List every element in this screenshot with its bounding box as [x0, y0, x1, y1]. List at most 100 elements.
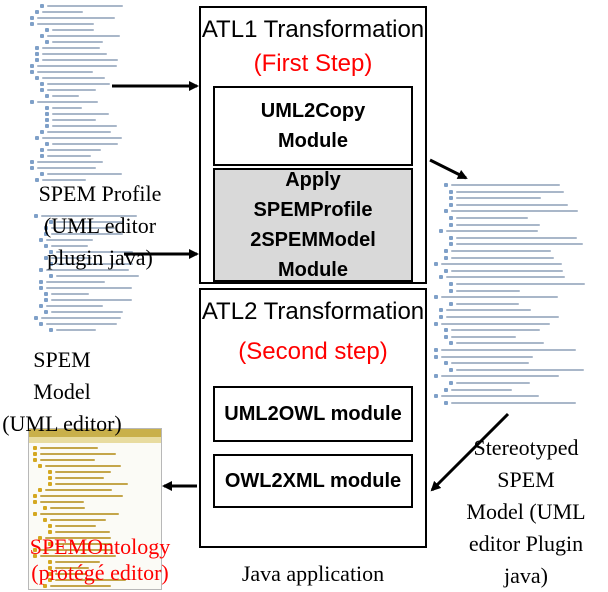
uml2owl-module: UML2OWL module [213, 386, 413, 442]
tree-node-icon [49, 274, 53, 278]
ontology-thumbnail [28, 428, 162, 590]
tree-node-icon [38, 464, 42, 468]
tree-node-line [52, 41, 103, 43]
spem-profile-label: SPEM Profile (UML editor plugin java) [38, 181, 162, 270]
tree-node-line [40, 459, 95, 461]
tree-node-line [50, 507, 85, 509]
tree-node-line [451, 329, 540, 332]
tree-node-line [52, 125, 117, 127]
tree-node-line [46, 305, 103, 307]
tree-node-line [40, 549, 111, 551]
tree-node-line [40, 447, 98, 449]
tree-node-icon [39, 304, 43, 308]
tree-node-icon [33, 554, 37, 558]
tree-node-icon [34, 316, 38, 320]
tree-node-icon [44, 310, 48, 314]
atl1-step: (First Step) [253, 50, 373, 77]
tree-node-icon [45, 40, 49, 44]
atl2-step: (Second step) [238, 338, 388, 365]
spem-profile-thumbnail [26, 2, 144, 188]
tree-node-line [55, 483, 128, 485]
tree-node-line [52, 107, 82, 109]
tree-node-icon [40, 82, 44, 86]
tree-node-icon [449, 301, 453, 306]
tree-node-line [451, 184, 560, 186]
tree-node-line [42, 137, 122, 139]
tree-node-icon [33, 452, 37, 456]
tree-node-line [47, 5, 123, 7]
tree-node-icon [444, 249, 448, 253]
tree-node-icon [33, 494, 37, 498]
tree-node-line [456, 236, 577, 239]
tree-node-icon [439, 315, 443, 319]
tree-node-icon [449, 216, 453, 220]
tree-node-line [451, 401, 576, 404]
tree-node-icon [48, 476, 52, 480]
owl2xml-module: OWL2XML module [213, 454, 413, 508]
tree-node-line [47, 149, 101, 151]
tree-node-icon [444, 400, 448, 405]
tree-node-line [41, 317, 121, 319]
tree-node-line [47, 89, 96, 91]
tree-node-icon [49, 262, 53, 266]
tree-node-icon [40, 130, 44, 134]
tree-node-line [37, 23, 94, 25]
tree-node-line [47, 83, 110, 85]
tree-node-icon [434, 262, 438, 267]
tree-node-line [46, 287, 132, 289]
stereotyped-model-thumbnail [430, 180, 602, 412]
tree-node-line [441, 355, 533, 358]
tree-node-icon [44, 232, 48, 236]
tree-node-line [40, 453, 116, 455]
tree-node-icon [33, 458, 37, 462]
tree-node-icon [30, 160, 34, 164]
tree-node-line [456, 203, 568, 206]
tree-node-icon [38, 536, 42, 540]
tree-node-icon [43, 518, 47, 522]
tree-node-icon [434, 321, 438, 326]
tree-node-line [441, 322, 550, 325]
tree-node-icon [35, 76, 39, 80]
tree-node-line [47, 131, 111, 133]
tree-node-line [42, 59, 118, 61]
tree-node-icon [39, 322, 43, 326]
tree-node-line [47, 173, 122, 175]
tree-node-icon [48, 542, 52, 546]
tree-node-icon [35, 178, 39, 182]
tree-node-line [55, 561, 100, 563]
atl1-transformation-box: ATL1 Transformation (First Step) UML2Cop… [199, 6, 427, 284]
tree-node-icon [40, 154, 44, 158]
tree-node-icon [434, 374, 438, 379]
tree-node-line [45, 489, 112, 491]
tree-node-line [51, 257, 92, 259]
tree-node-line [55, 567, 89, 569]
tree-node-icon [48, 560, 52, 564]
tree-node-line [441, 263, 562, 266]
tree-node-icon [439, 308, 443, 313]
tree-node-icon [33, 500, 37, 504]
tree-node-icon [434, 295, 438, 300]
tree-node-line [55, 477, 104, 479]
tree-node-line [40, 495, 123, 497]
tree-node-icon [44, 226, 48, 230]
tree-node-line [52, 95, 79, 97]
tree-node-icon [35, 46, 39, 50]
tree-node-line [55, 543, 112, 545]
tree-node-icon [434, 348, 438, 352]
tree-node-line [50, 585, 111, 587]
tree-node-icon [30, 100, 34, 104]
tree-node-icon [449, 189, 453, 194]
tree-node-icon [40, 88, 44, 92]
tree-node-line [51, 227, 115, 229]
tree-node-line [456, 283, 585, 285]
tree-node-icon [48, 470, 52, 474]
ontology-toolbar [29, 429, 161, 437]
tree-node-icon [35, 58, 39, 62]
tree-node-line [451, 256, 554, 259]
tree-node-icon [45, 142, 49, 146]
tree-node-icon [30, 22, 34, 26]
tree-node-line [446, 230, 538, 233]
tree-node-line [51, 299, 132, 301]
tree-node-icon [444, 183, 448, 187]
tree-node-line [56, 329, 96, 331]
